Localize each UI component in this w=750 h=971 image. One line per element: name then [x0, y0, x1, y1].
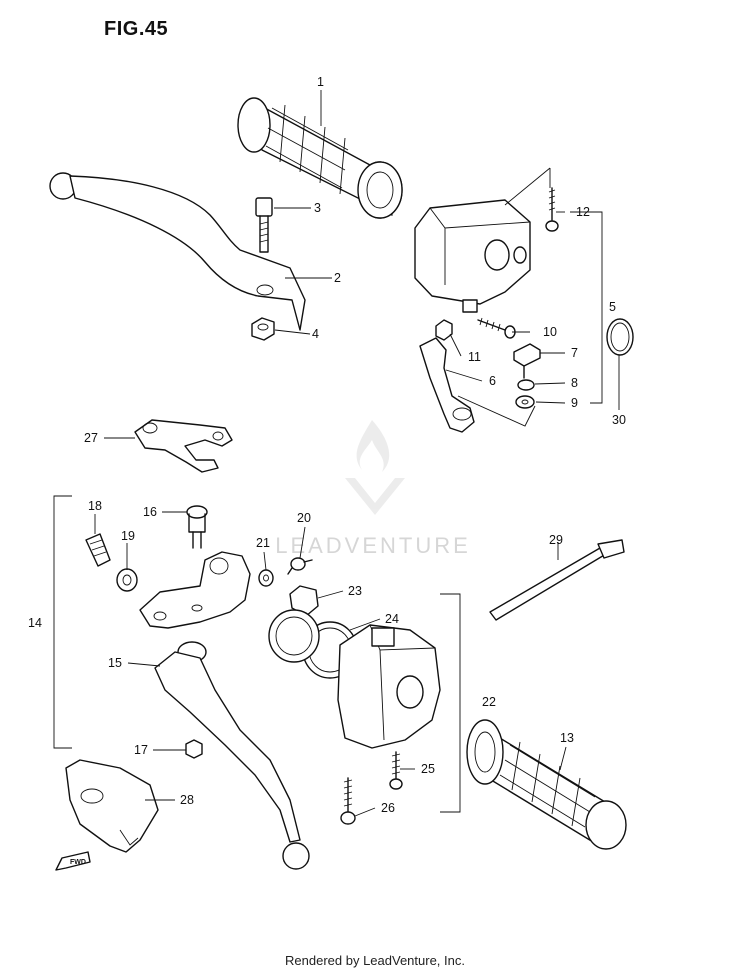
callout-22: 22 [482, 695, 496, 709]
lever-upper[interactable] [49, 172, 306, 331]
nut-4[interactable] [251, 317, 275, 341]
grip-upper[interactable] [237, 97, 403, 219]
strap-29[interactable] [489, 539, 625, 621]
callout-labels: 1 2 3 4 5 6 7 8 9 10 11 12 13 14 15 16 1… [28, 75, 626, 815]
callout-1: 1 [317, 75, 324, 89]
callout-8: 8 [571, 376, 578, 390]
lever-lower[interactable] [154, 641, 310, 870]
screw-26[interactable] [340, 777, 356, 825]
callout-16: 16 [143, 505, 157, 519]
washer-21[interactable] [258, 569, 274, 587]
figure-title: FIG.45 [104, 18, 169, 40]
switch-arm-6[interactable] [419, 337, 475, 433]
bolt-7[interactable] [513, 343, 541, 379]
callout-21: 21 [256, 536, 270, 550]
fwd-label: FWD [70, 859, 86, 866]
callout-29: 29 [549, 533, 563, 547]
lever-bracket[interactable] [139, 551, 251, 629]
screw-12[interactable] [545, 187, 559, 232]
screw-10[interactable] [477, 317, 516, 339]
callout-15: 15 [108, 656, 122, 670]
adjuster-18[interactable] [85, 533, 111, 567]
callout-9: 9 [571, 396, 578, 410]
leader-lines [53, 90, 620, 817]
callout-19: 19 [121, 529, 135, 543]
grip-lower[interactable] [466, 719, 627, 850]
locknut-19[interactable] [116, 568, 138, 592]
switch-housing-upper[interactable] [414, 199, 531, 313]
bolt-3[interactable] [255, 197, 273, 253]
callout-25: 25 [421, 762, 435, 776]
lever-cover-28[interactable] [65, 759, 159, 853]
nut-17[interactable] [185, 739, 203, 759]
bracket-27[interactable] [134, 419, 233, 473]
callout-3: 3 [314, 201, 321, 215]
callout-7: 7 [571, 346, 578, 360]
callout-18: 18 [88, 499, 102, 513]
callout-23: 23 [348, 584, 362, 598]
callout-4: 4 [312, 327, 319, 341]
clamp-23[interactable] [289, 585, 319, 617]
screw-25[interactable] [389, 751, 403, 790]
washer-8[interactable] [517, 379, 535, 391]
callout-13: 13 [560, 731, 574, 745]
nut-11[interactable] [435, 319, 453, 341]
switch-housing-lower[interactable] [337, 624, 441, 749]
callout-11: 11 [468, 350, 481, 364]
fwd-arrow-icon: FWD [55, 851, 91, 871]
callout-20: 20 [297, 511, 311, 525]
callout-6: 6 [489, 374, 496, 388]
callout-30: 30 [612, 413, 626, 427]
o-ring-30[interactable] [606, 318, 634, 356]
callout-28: 28 [180, 793, 194, 807]
callout-2: 2 [334, 271, 341, 285]
callout-24: 24 [385, 612, 399, 626]
callout-14: 14 [28, 616, 42, 630]
callout-17: 17 [134, 743, 148, 757]
callout-5: 5 [609, 300, 616, 314]
screw-20[interactable] [287, 557, 313, 575]
bolt-16[interactable] [186, 505, 208, 549]
footer-credit: Rendered by LeadVenture, Inc. [285, 953, 465, 968]
callout-12: 12 [576, 205, 590, 219]
callout-27: 27 [84, 431, 98, 445]
washer-9[interactable] [515, 395, 535, 409]
callout-10: 10 [543, 325, 557, 339]
callout-26: 26 [381, 801, 395, 815]
